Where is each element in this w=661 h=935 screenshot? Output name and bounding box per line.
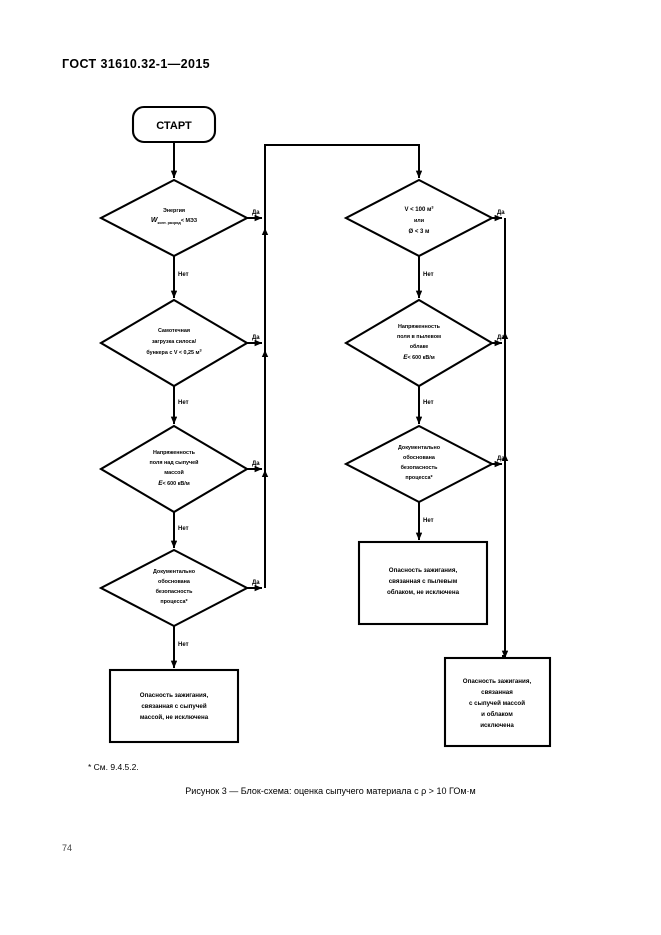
decision-documented-safety-right: Документально обоснована безопасность пр… [343,424,495,504]
decision-vd-line1: V < 100 м3 [404,205,433,213]
decision-dsl-line1: Документально [153,569,196,575]
decision-dsr-line1: Документально [398,445,441,451]
decision-fob-line1: Напряженность [153,450,196,456]
decision-energy: Энергия Wконт. разряд< МЭЗ [98,178,250,258]
result-bulk-hazard-not-excluded: Опасность зажигания, связанная с сыпучей… [108,668,240,744]
yes-label-r3: Да [497,456,505,462]
yes-label-d4: Да [252,580,260,586]
rest-mez: < МЭЗ [181,218,198,224]
decision-gravity-line3: бункера с V < 0,25 м3 [146,349,201,356]
result2-line1: Опасность зажигания, [389,567,458,574]
decision-energy-line1: Энергия [163,208,185,214]
decision-dsl-line2: обоснована [158,578,191,585]
decision-gravity-line1: Самотечная [158,328,190,334]
var-W: W [151,217,159,224]
result-cloud-hazard-not-excluded: Опасность зажигания, связанная с пылевым… [357,540,489,626]
decision-fob-line2: поля над сыпучей [150,459,199,466]
decision-volume-diameter: V < 100 м3 или Ø < 3 м [343,178,495,258]
yes-label-r2: Да [497,335,505,341]
rest-E-left: < 600 кВ/м [163,481,190,487]
decision-gravity-line3a: бункера с V < 0,25 м [146,349,199,356]
result3-line1: Опасность зажигания, [463,678,532,685]
no-label-d3: Нет [178,526,189,532]
rest-E-right: < 600 кВ/м [408,355,435,361]
collector-arrowhead-1 [261,470,269,477]
decision-field-over-bulk: Напряженность поля над сыпучей массой E<… [98,424,250,514]
page-header: ГОСТ 31610.32-1—2015 [62,57,211,71]
var-E-left: E [158,480,163,487]
no-label-d1: Нет [178,272,189,278]
right-collector-arrowhead-1 [501,332,509,339]
yes-label-d3: Да [252,461,260,467]
result3-line2: связанная [481,689,513,696]
sub-kont: конт. разряд [157,221,181,225]
no-label-r1: Нет [423,272,434,278]
decision-vd-line2: или [414,218,424,224]
result3-line5: исключена [480,722,514,729]
decision-fic-line3: облаке [410,343,429,350]
start-node: СТАРТ [131,105,217,144]
connector-left-collector [264,144,423,588]
decision-dsr-line4: процесса* [405,475,433,481]
result1-line2: связанная с сыпучей [141,703,207,710]
yes-label-d2: Да [252,335,260,341]
result2-line2: связанная с пылевым [389,578,458,585]
result1-line3: массой, не исключена [140,714,209,721]
no-label-d2: Нет [178,400,189,406]
decision-fic-line2: поля в пылевом [397,334,441,340]
no-label-r2: Нет [423,400,434,406]
decision-field-in-cloud: Напряженность поля в пылевом облаке E< 6… [343,298,495,388]
figure-caption: Рисунок 3 — Блок-схема: оценка сыпучего … [185,786,476,796]
decision-documented-safety-left: Документально обоснована безопасность пр… [98,548,250,628]
no-label-r3: Нет [423,518,434,524]
decision-dsr-line2: обоснована [403,454,436,461]
collector-arrowhead-3 [261,228,269,235]
no-label-d4: Нет [178,642,189,648]
decision-fic-line4: E< 600 кВ/м [403,354,434,361]
decision-dsl-line4: процесса* [160,599,188,605]
decision-gravity-line3-sup: 3 [200,349,202,353]
result1-line1: Опасность зажигания, [140,692,209,699]
var-E-right: E [403,354,408,361]
decision-fob-line4: E< 600 кВ/м [158,480,189,487]
result3-line3: с сыпучей массой [469,700,525,707]
decision-vd-line1a: V < 100 м [404,207,432,213]
footnote: * См. 9.4.5.2. [88,762,139,772]
decision-vd-line3: Ø < 3 м [409,229,431,235]
yes-label-r1: Да [497,210,505,216]
decision-vd-line1-sup: 3 [431,205,433,209]
decision-dsl-line3: безопасность [156,588,194,595]
start-label: СТАРТ [156,120,192,132]
result3-line4: и облаком [481,711,513,718]
decision-gravity-line2: загрузка силоса/ [152,339,197,345]
decision-dsr-line3: безопасность [401,464,439,471]
yes-label-d1: Да [252,210,260,216]
result2-line3: облаком, не исключена [387,589,460,596]
decision-fic-line1: Напряженность [398,324,441,330]
page-number: 74 [62,843,73,853]
decision-fob-line3: массой [164,469,184,476]
collector-arrowhead-2 [261,350,269,357]
right-collector-arrowhead-2 [501,454,509,461]
decision-energy-line2: Wконт. разряд< МЭЗ [151,217,198,225]
result-hazard-excluded: Опасность зажигания, связанная с сыпучей… [443,656,552,748]
decision-gravity-loading: Самотечная загрузка силоса/ бункера с V … [98,298,250,388]
connector-right-collector [502,218,506,657]
